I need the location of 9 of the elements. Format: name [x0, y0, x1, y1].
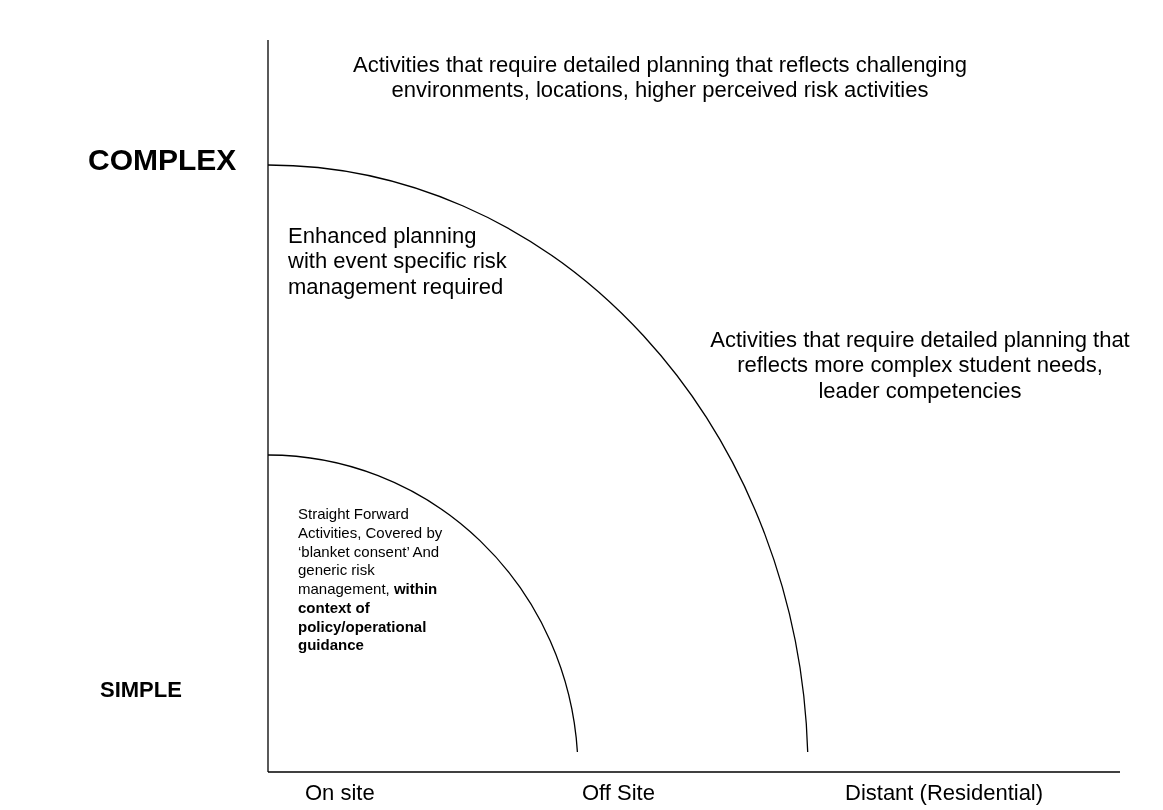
annotation-text: Activities that require detailed planning that reflects more complex student needs, leader competencies [710, 327, 1130, 403]
axis-label: COMPLEX [88, 143, 237, 178]
axis-label: Off Site [582, 780, 655, 806]
annotation-text: Activities that require detailed planning that reflects challenging environments, locations, higher perceived risk activities [352, 52, 968, 103]
region-text: Enhanced planning with event specific risk management required [288, 223, 508, 299]
axis-label: On site [305, 780, 375, 806]
axis-label: SIMPLE [100, 677, 182, 703]
axis-label: Distant (Residential) [845, 780, 1044, 806]
region-text: Straight Forward Activities, Covered by ‘blanket consent’ And generic risk management, within context of policy/operational guidance [298, 505, 444, 655]
